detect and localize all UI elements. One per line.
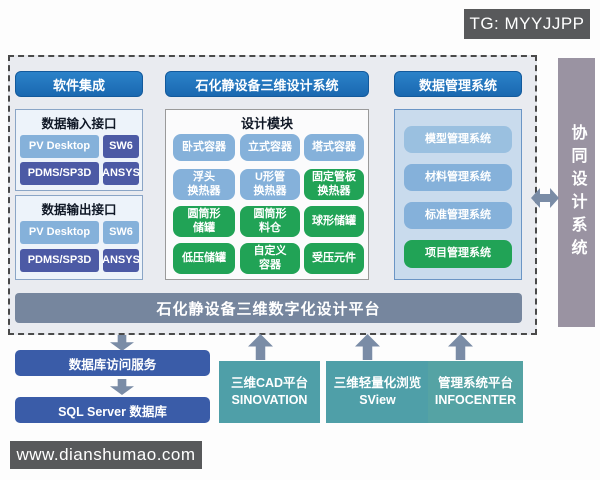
design-module-title: 设计模块 bbox=[240, 116, 293, 131]
arrow-down-to-sql-icon bbox=[110, 379, 134, 395]
data-output-title: 数据输出接口 bbox=[41, 203, 117, 217]
node-input-pv-desktop: PV Desktop bbox=[20, 135, 99, 158]
node-output-pdms-sp3d: PDMS/SP3D bbox=[20, 249, 99, 272]
sview-line1: 三维轻量化浏览 bbox=[333, 376, 422, 391]
node-pressure-component: 受压元件 bbox=[304, 243, 364, 274]
platform-box-sview: 三维轻量化浏览 SView bbox=[326, 361, 429, 423]
header-software-integration: 软件集成 bbox=[15, 71, 143, 97]
digital-design-platform-bar: 石化静设备三维数字化设计平台 bbox=[15, 293, 522, 323]
header-3d-design-system: 石化静设备三维设计系统 bbox=[165, 71, 369, 97]
node-project-management: 项目管理系统 bbox=[404, 240, 512, 268]
data-input-title: 数据输入接口 bbox=[41, 117, 117, 131]
sinovation-line2: SINOVATION bbox=[231, 393, 308, 407]
node-tower-vessel: 塔式容器 bbox=[304, 134, 364, 161]
node-output-sw6: SW6 bbox=[103, 221, 139, 244]
node-input-sw6: SW6 bbox=[103, 135, 139, 158]
node-input-pdms-sp3d: PDMS/SP3D bbox=[20, 162, 99, 185]
platform-box-infocenter: 管理系统平台 INFOCENTER bbox=[428, 361, 523, 423]
infocenter-line1: 管理系统平台 bbox=[437, 376, 513, 391]
node-vertical-vessel: 立式容器 bbox=[240, 134, 300, 161]
node-low-pressure-tank: 低压储罐 bbox=[173, 243, 235, 274]
collaboration-system-bar: 协同设计系统 bbox=[558, 58, 595, 327]
tg-badge: TG: MYYJJPP bbox=[464, 9, 590, 39]
header-data-management: 数据管理系统 bbox=[394, 71, 522, 97]
node-input-ansys: ANSYS bbox=[102, 162, 140, 185]
node-fixed-tubesheet-exchanger: 固定管板 换热器 bbox=[304, 169, 364, 200]
sql-server-db-bar: SQL Server 数据库 bbox=[15, 397, 210, 423]
node-u-tube-exchanger: U形管 换热器 bbox=[240, 169, 300, 200]
double-arrow-icon bbox=[531, 188, 559, 208]
node-output-ansys: ANSYS bbox=[102, 249, 140, 272]
db-access-service-bar: 数据库访问服务 bbox=[15, 350, 210, 376]
node-cylindrical-silo: 圆筒形 料仓 bbox=[240, 206, 300, 237]
node-standard-management: 标准管理系统 bbox=[404, 202, 512, 229]
node-cylindrical-tank: 圆筒形 储罐 bbox=[173, 206, 235, 237]
arrow-up-sview-icon bbox=[355, 334, 380, 360]
sinovation-line1: 三维CAD平台 bbox=[230, 376, 309, 391]
arrow-up-sinovation-icon bbox=[248, 334, 273, 360]
website-watermark-badge: www.dianshumao.com bbox=[10, 441, 202, 469]
platform-box-sinovation: 三维CAD平台 SINOVATION bbox=[219, 361, 320, 423]
node-output-pv-desktop: PV Desktop bbox=[20, 221, 99, 244]
arrow-down-to-db-service-icon bbox=[110, 335, 134, 351]
node-custom-vessel: 自定义 容器 bbox=[240, 243, 300, 274]
sview-line2: SView bbox=[359, 393, 396, 407]
arrow-up-infocenter-icon bbox=[448, 334, 473, 360]
node-material-management: 材料管理系统 bbox=[404, 164, 512, 191]
node-horizontal-vessel: 卧式容器 bbox=[173, 134, 235, 161]
infocenter-line2: INFOCENTER bbox=[434, 393, 517, 407]
node-model-management: 模型管理系统 bbox=[404, 126, 512, 153]
node-spherical-tank: 球形储罐 bbox=[304, 206, 364, 237]
node-floating-head-exchanger: 浮头 换热器 bbox=[173, 169, 235, 200]
